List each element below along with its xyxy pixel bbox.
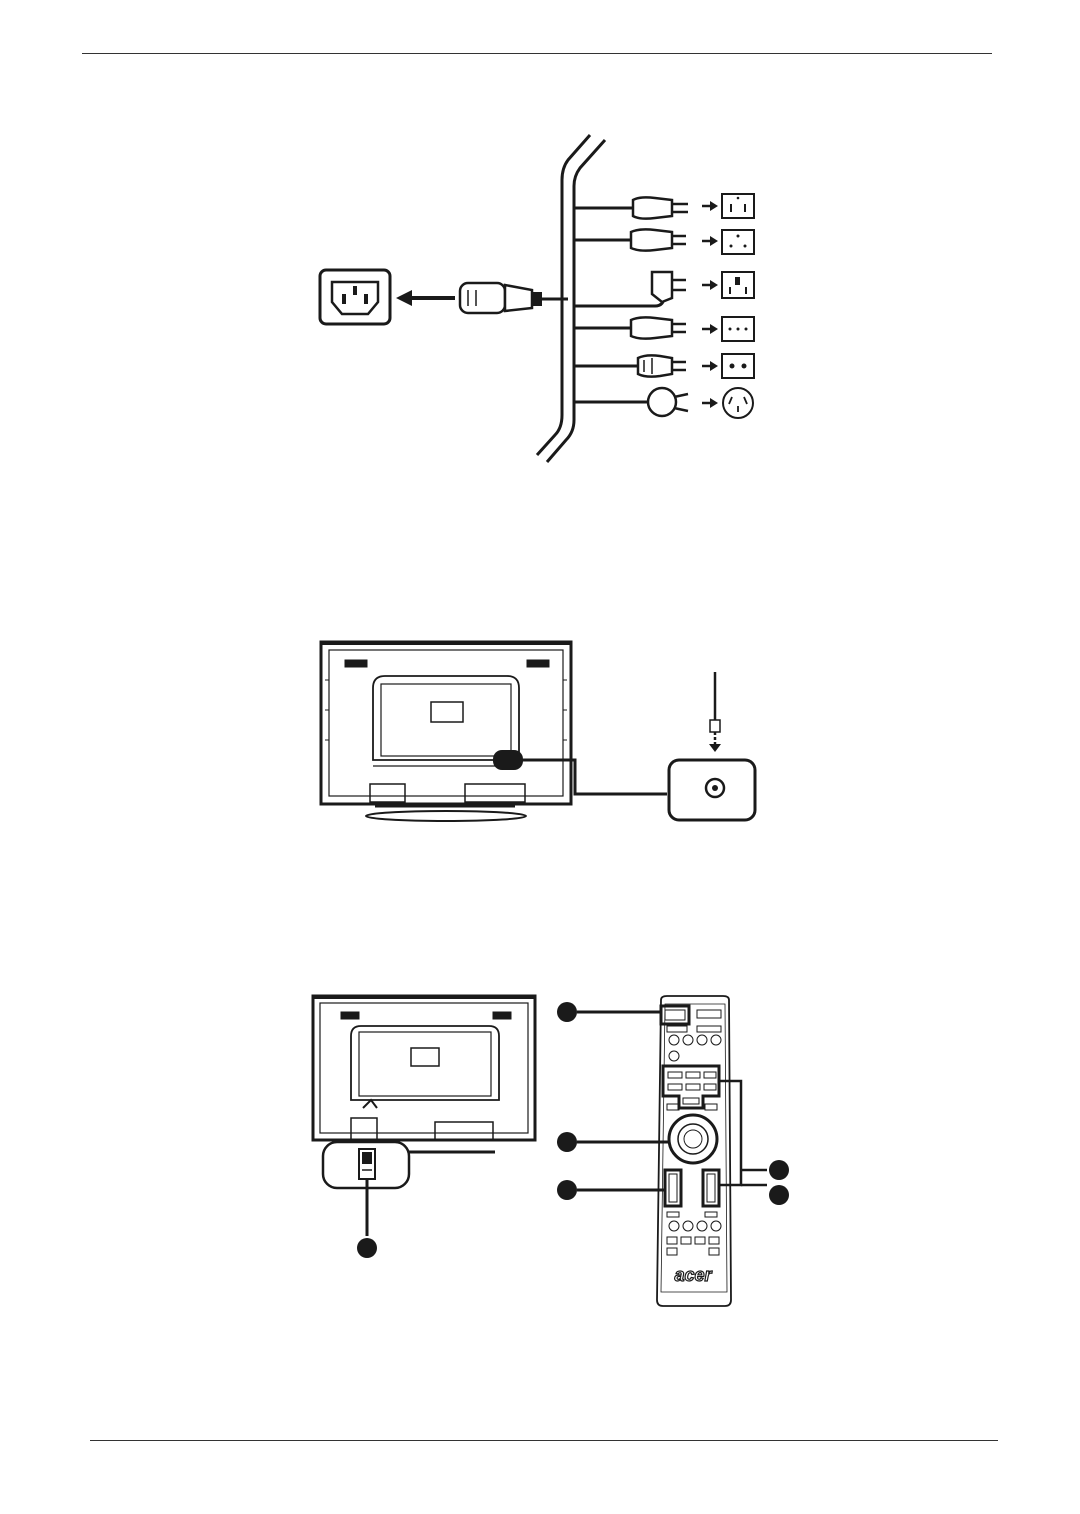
callout-marker-4 <box>557 1180 665 1200</box>
callout-marker-3 <box>557 1132 669 1152</box>
ac-inlet-icon <box>320 270 390 324</box>
callout-marker-2 <box>557 1002 661 1022</box>
plug-au-icon <box>648 388 688 416</box>
power-on-figure: acer <box>305 992 805 1312</box>
socket-schuko-icon <box>702 354 754 378</box>
footer-rule <box>90 1440 998 1441</box>
socket-ch-icon <box>702 317 754 341</box>
antenna-cable-icon <box>709 672 721 752</box>
tv-back-panel <box>321 642 571 821</box>
remote-brand-logo: acer <box>674 1265 712 1285</box>
connection-line <box>523 760 667 794</box>
plug-ch-icon <box>631 317 686 338</box>
antenna-port-highlight <box>493 750 523 770</box>
antenna-connection-figure <box>315 640 765 830</box>
insert-arrow-icon <box>396 290 455 306</box>
plug-schuko-icon <box>638 355 686 376</box>
socket-us-icon <box>702 194 754 218</box>
callout-marker-1 <box>357 1238 377 1258</box>
socket-eu-3pin-icon <box>702 230 754 254</box>
plug-us-icon <box>633 197 688 218</box>
socket-uk-icon <box>702 272 754 298</box>
plug-uk-icon <box>652 272 686 302</box>
plug-eu-3pin-icon <box>631 229 686 250</box>
antenna-jack-icon <box>669 760 755 820</box>
tv-back-panel-small <box>313 996 535 1152</box>
socket-au-icon <box>702 388 753 418</box>
power-cord-figure <box>300 120 780 465</box>
remote-control <box>657 996 731 1306</box>
iec-connector-icon <box>460 283 568 313</box>
power-switch-zoom <box>323 1100 409 1236</box>
header-rule <box>82 53 992 54</box>
